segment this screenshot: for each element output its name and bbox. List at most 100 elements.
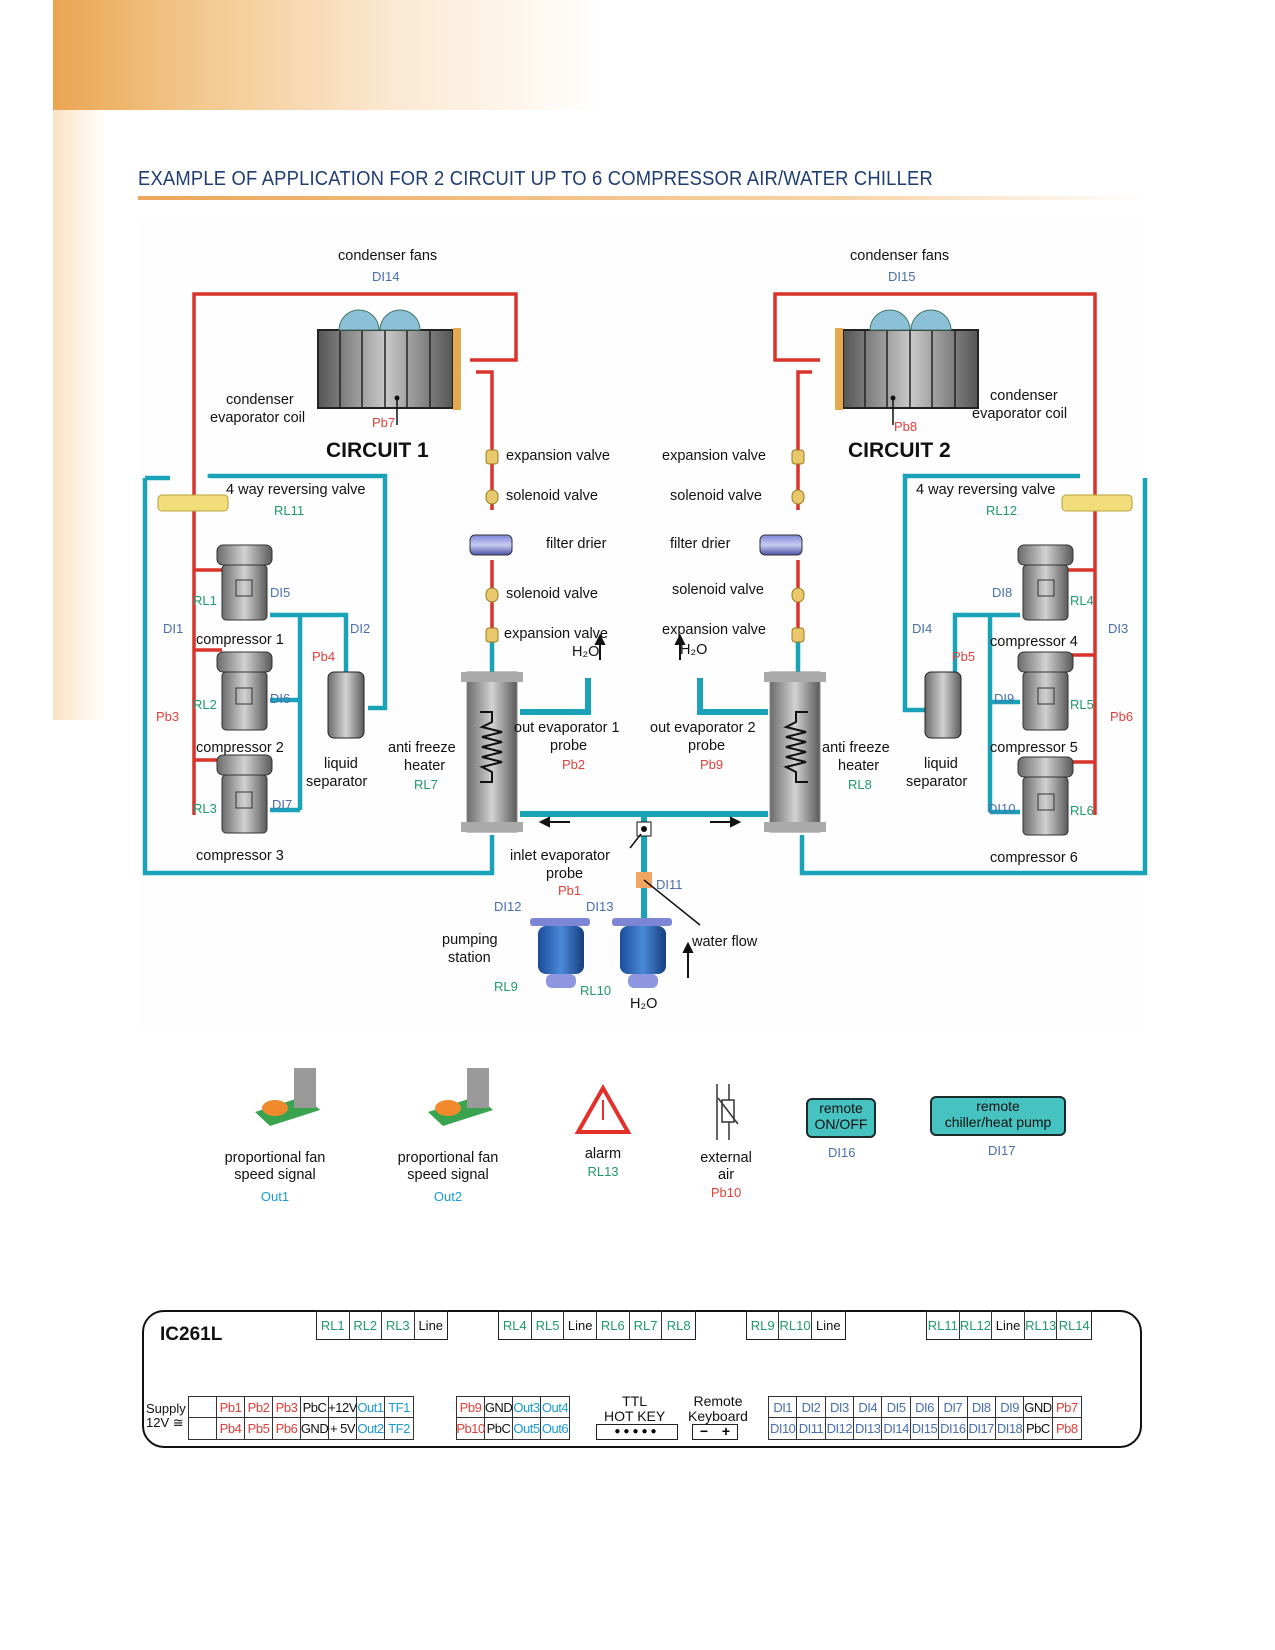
analog-terminal-block: Pb1 Pb2 Pb3 PbC +12V Out1 TF1 Pb4 Pb5 Pb… bbox=[188, 1396, 414, 1440]
circuit2-heater-io: RL8 bbox=[848, 777, 872, 792]
terminal: Line bbox=[418, 1317, 444, 1333]
compressor4-di: DI8 bbox=[992, 585, 1013, 600]
terminal: TF2 bbox=[388, 1421, 410, 1436]
terminal: RL10 bbox=[779, 1311, 812, 1339]
circuit2-expansion-valve-top: expansion valve bbox=[662, 448, 766, 464]
terminal: DI4 bbox=[854, 1397, 883, 1417]
circuit1-separator-label-2: separator bbox=[306, 774, 368, 790]
terminal: RL13 bbox=[1025, 1311, 1058, 1339]
circuit1-heater-io: RL7 bbox=[414, 777, 438, 792]
terminal: Out5 bbox=[513, 1418, 541, 1439]
output-terminal-block: Pb9 GND Out3 Out4 Pb10 PbC Out5 Out6 bbox=[456, 1396, 570, 1440]
circuit1-out-probe-label-1: out evaporator 1 bbox=[514, 720, 620, 736]
circuit2-coil-label-2: evaporator coil bbox=[972, 406, 1068, 422]
terminal: Pb4 bbox=[217, 1418, 245, 1439]
pump2-di: DI13 bbox=[586, 899, 614, 914]
circuit2-separator-label-2: separator bbox=[906, 774, 968, 790]
condenser-coil-2 bbox=[835, 309, 979, 410]
circuit1-solenoid-valve-top: solenoid valve bbox=[506, 488, 598, 504]
circuit1-discharge-probe: Pb3 bbox=[156, 709, 180, 724]
compressor2-relay: RL2 bbox=[193, 697, 217, 712]
circuit2-out-probe-label-2: probe bbox=[688, 738, 726, 754]
terminal: Pb3 bbox=[273, 1397, 301, 1417]
circuit1-heater-label-1: anti freeze bbox=[388, 740, 456, 756]
compressor1-label: compressor 1 bbox=[196, 632, 284, 648]
relay-terminal-group-4: RL11 RL12 Line RL13 RL14 bbox=[926, 1310, 1092, 1340]
pump2-relay: RL10 bbox=[580, 983, 612, 998]
water-loop bbox=[520, 678, 768, 930]
filter-drier-1 bbox=[469, 534, 513, 556]
terminal: Pb7 bbox=[1055, 1399, 1078, 1415]
terminal: DI1 bbox=[769, 1397, 798, 1417]
terminal: DI7 bbox=[939, 1397, 968, 1417]
flow-switch-io: DI11 bbox=[656, 877, 683, 892]
circuit1-coil-label-2: evaporator coil bbox=[210, 410, 306, 426]
circuit2-filter-drier: filter drier bbox=[670, 536, 731, 552]
terminal: DI10 bbox=[769, 1418, 798, 1439]
controller-outline bbox=[142, 1310, 1142, 1448]
remote-keyboard-port[interactable]: − + bbox=[692, 1424, 738, 1440]
inlet-probe-label-1: inlet evaporator bbox=[510, 848, 610, 864]
terminal: DI9 bbox=[996, 1397, 1025, 1417]
thermistor-icon bbox=[716, 1084, 739, 1140]
circuit1-coil-label-1: condenser bbox=[226, 392, 294, 408]
alarm-triangle-icon bbox=[574, 1083, 632, 1134]
circuit2-condenser-fans-io: DI15 bbox=[888, 269, 916, 284]
pump1-di: DI12 bbox=[494, 899, 522, 914]
terminal: Out1 bbox=[357, 1397, 385, 1417]
title-underline bbox=[138, 196, 1148, 200]
terminal: Out6 bbox=[541, 1421, 569, 1436]
header-accent-band bbox=[53, 0, 1275, 110]
terminal: Pb8 bbox=[1055, 1421, 1078, 1436]
circuit2-title: CIRCUIT 2 bbox=[848, 439, 951, 462]
terminal: Out4 bbox=[541, 1399, 569, 1415]
terminal: PbC bbox=[301, 1397, 329, 1417]
evaporator-2 bbox=[764, 671, 826, 833]
terminal: Pb1 bbox=[217, 1397, 245, 1417]
terminal: DI11 bbox=[797, 1418, 826, 1439]
terminal bbox=[189, 1397, 217, 1417]
terminal: GND bbox=[1024, 1397, 1053, 1417]
circuit2-out-probe-label-1: out evaporator 2 bbox=[650, 720, 756, 736]
circuit1-solenoid-valve-bottom: solenoid valve bbox=[506, 586, 598, 602]
controller-model: IC261L bbox=[160, 1324, 223, 1345]
terminal: GND bbox=[485, 1397, 513, 1417]
terminal: Pb5 bbox=[245, 1418, 273, 1439]
hot-key-port[interactable]: ●●●●● bbox=[596, 1424, 678, 1440]
compressor2-label: compressor 2 bbox=[196, 740, 284, 756]
circuit2-separator-label-1: liquid bbox=[924, 756, 958, 772]
terminal: RL3 bbox=[382, 1311, 415, 1339]
reversing-valve-1 bbox=[157, 494, 229, 512]
compressor3-relay: RL3 bbox=[193, 801, 217, 816]
compressor5-relay: RL5 bbox=[1070, 697, 1094, 712]
remote-on-off-io: DI16 bbox=[828, 1145, 856, 1160]
circuit2-heater-label-1: anti freeze bbox=[822, 740, 890, 756]
plus-terminal: + bbox=[721, 1423, 731, 1439]
terminal: Line bbox=[816, 1317, 841, 1333]
terminal: RL14 bbox=[1058, 1317, 1090, 1333]
terminal: Pb6 bbox=[273, 1418, 301, 1439]
circuit2-coil-label-1: condenser bbox=[990, 388, 1058, 404]
circuit1-out-probe-io: Pb2 bbox=[562, 757, 586, 772]
circuit1-title: CIRCUIT 1 bbox=[326, 439, 429, 462]
circuit2-suction-probe: Pb5 bbox=[952, 649, 976, 664]
terminal: DI16 bbox=[939, 1418, 968, 1439]
terminal: Out3 bbox=[513, 1397, 541, 1417]
pumping-station-label-2: station bbox=[448, 950, 491, 966]
terminal: +12V bbox=[328, 1397, 357, 1417]
fan-speed-board-icon-2 bbox=[428, 1068, 493, 1126]
circuit2-expansion-valve-bottom: expansion valve bbox=[662, 622, 766, 638]
circuit1-separator-label-1: liquid bbox=[324, 756, 358, 772]
relay-terminal-group-1: RL1 RL2 RL3 Line bbox=[316, 1310, 448, 1340]
compressor3-di: DI7 bbox=[272, 797, 293, 812]
terminal: Pb2 bbox=[245, 1397, 273, 1417]
circuit2-discharge-probe: Pb6 bbox=[1110, 709, 1134, 724]
